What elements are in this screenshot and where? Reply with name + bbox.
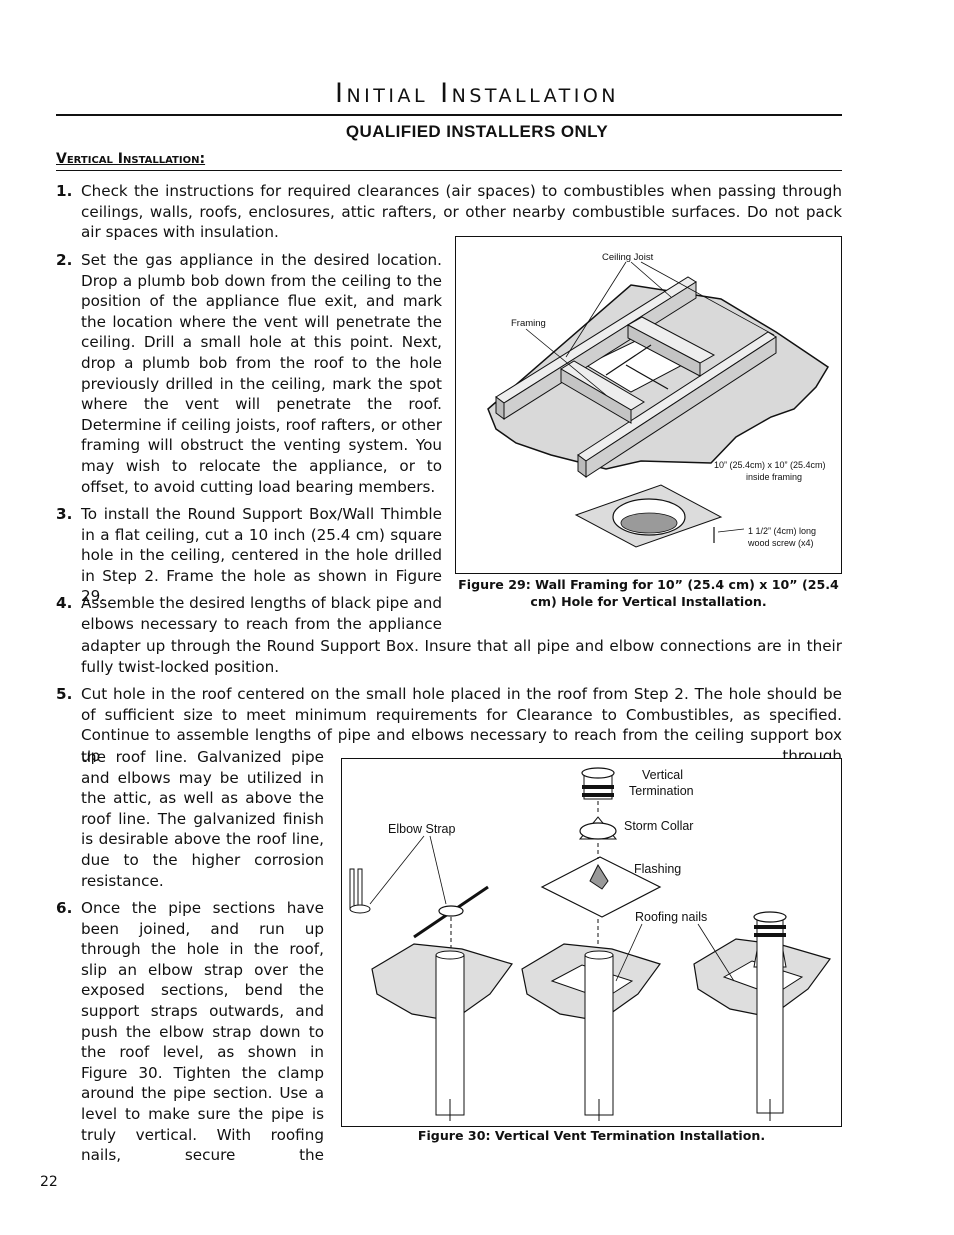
fig29-label-screw-line1: 1 1/2” (4cm) long [748, 526, 816, 536]
step-4-number: 4. [56, 594, 73, 612]
title-rule [56, 114, 842, 116]
figure-29-illustration: Ceiling Joist Framing 10” (25.4cm) x 10”… [487, 252, 830, 548]
step-3-text: To install the Round Support Box/Wall Th… [81, 505, 442, 606]
page-subtitle: QUALIFIED INSTALLERS ONLY [345, 122, 609, 141]
fig30-label-storm-collar: Storm Collar [624, 819, 693, 833]
step-1-number: 1. [56, 182, 73, 200]
fig29-label-size-line2: inside framing [746, 472, 802, 482]
fig29-label-size-line1: 10” (25.4cm) x 10” (25.4cm) [714, 460, 826, 470]
step-2-number: 2. [56, 251, 73, 269]
fig29-label-framing: Framing [511, 318, 546, 329]
step-2-text: Set the gas appliance in the desired loc… [81, 251, 442, 496]
page-title: Initial Installation [334, 78, 620, 109]
step-5-text-a: Cut hole in the roof centered on the sma… [81, 685, 842, 765]
fig30-label-flashing: Flashing [634, 862, 681, 876]
figure-29-wall-framing: Ceiling Joist Framing 10” (25.4cm) x 10”… [455, 236, 842, 574]
figure-30-vent-termination: Vertical Termination Elbow Strap Storm C… [341, 758, 842, 1127]
section-heading: Vertical Installation: [56, 151, 206, 167]
fig29-label-screw-line2: wood screw (x4) [747, 538, 814, 548]
page-number: 22 [40, 1174, 58, 1190]
fig29-label-ceiling-joist: Ceiling Joist [602, 252, 654, 263]
step-5-text-b: the roof line. Galvanized pipe and elbow… [81, 748, 324, 890]
section-rule [56, 170, 842, 171]
figure-29-caption: Figure 29: Wall Framing for 10” (25.4 cm… [458, 577, 839, 609]
step-4-text-b: adapter up through the Round Support Box… [81, 637, 842, 676]
fig30-label-vertical-line1: Vertical [642, 768, 683, 782]
step-6-text: Once the pipe sections have been joined,… [81, 899, 324, 1165]
step-3-number: 3. [56, 505, 73, 523]
figure-30-caption: Figure 30: Vertical Vent Termination Ins… [417, 1128, 766, 1143]
step-4-text-a: Assemble the desired lengths of black pi… [81, 594, 442, 633]
fig30-label-elbow-strap: Elbow Strap [388, 822, 455, 836]
step-1-text: Check the instructions for required clea… [81, 182, 842, 242]
figure-30-illustration: Vertical Termination Elbow Strap Storm C… [349, 767, 831, 1121]
step-6-number: 6. [56, 899, 73, 917]
step-5-number: 5. [56, 685, 73, 703]
fig30-label-roofing-nails: Roofing nails [635, 910, 707, 924]
fig30-label-vertical-line2: Termination [629, 784, 694, 798]
